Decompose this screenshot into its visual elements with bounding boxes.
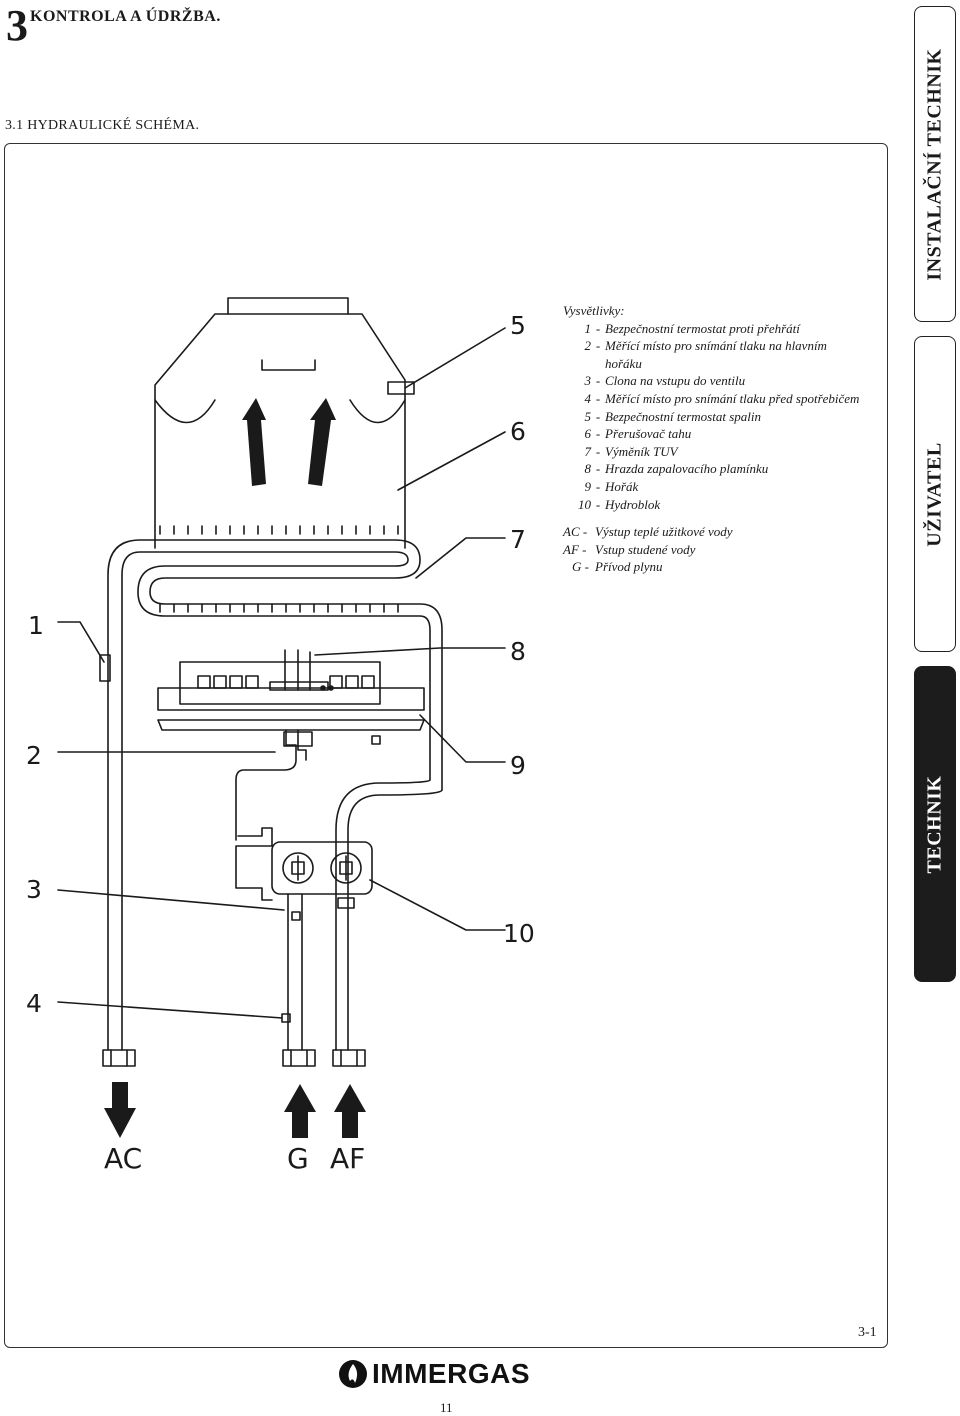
hood-right (347, 313, 406, 549)
outlet-label-ac: AC (104, 1142, 142, 1175)
legend-item: 5-Bezpečnostní termostat spalin (584, 408, 762, 424)
page-number: 11 (440, 1400, 453, 1415)
legend-item: 3-Clona na vstupu do ventilu (584, 373, 746, 389)
legend-item: 9-Hořák (584, 478, 639, 494)
callout-7: 7 (510, 525, 526, 554)
hydroblock-knob-left (282, 852, 314, 884)
hydroblock (271, 841, 373, 895)
diagram-frame (4, 143, 888, 1348)
page-reference: 3-1 (858, 1325, 877, 1340)
nut-g (282, 1049, 316, 1067)
legend-connection: AF -Vstup studené vody (563, 541, 696, 557)
legend-item: hořáku (605, 355, 642, 371)
outlet-label-g: G (287, 1142, 309, 1175)
callout-8: 8 (510, 637, 526, 666)
flame-logo-icon (339, 1360, 367, 1388)
arrow-up-icon (284, 1084, 316, 1138)
hood-left (154, 313, 229, 549)
legend-item: 2-Měřící místo pro snímání tlaku na hlav… (584, 338, 827, 354)
arrow-up-icon (334, 1084, 366, 1138)
legend-item: 10-Hydroblok (578, 496, 661, 512)
callout-1: 1 (28, 611, 44, 640)
draft-baffle-center (261, 359, 316, 371)
burner-box (179, 661, 381, 705)
leader-8 (314, 647, 506, 656)
burner-base (157, 719, 425, 731)
callout-3: 3 (26, 875, 42, 904)
callout-5: 5 (510, 311, 526, 340)
legend-item: 8-Hrazda zapalovacího plamínku (584, 461, 769, 477)
legend-item: 7-Výměník TUV (584, 443, 678, 459)
burner-manifold (157, 687, 425, 711)
gas-valve-body (235, 827, 273, 901)
overheat-thermostat (99, 654, 111, 682)
legend-item: 1-Bezpečnostní termostat proti přehřátí (584, 320, 800, 336)
exchanger-fins (159, 525, 399, 613)
flue-outlet (227, 297, 349, 315)
tab-technik[interactable]: TECHNIK (914, 666, 956, 982)
nut-ac (102, 1049, 136, 1067)
draft-baffle-right (349, 399, 406, 424)
section-title: 3.1 HYDRAULICKÉ SCHÉMA. (5, 118, 200, 133)
arrow-up-icon (308, 398, 336, 486)
inlet-orifice (291, 911, 301, 921)
leader-1 (57, 621, 105, 663)
callout-10: 10 (503, 919, 535, 948)
pressure-point-main (371, 735, 381, 745)
cold-riser-inner (335, 779, 431, 1051)
dhw-inner-pipe (121, 551, 431, 1051)
callout-9: 9 (510, 751, 526, 780)
dhw-outer-pipe (107, 539, 443, 1051)
callout-2: 2 (26, 741, 42, 770)
flue-thermostat (387, 381, 415, 395)
legend-item: 4-Měřící místo pro snímání tlaku před sp… (584, 390, 860, 406)
logo-text: IMMERGAS (372, 1358, 530, 1389)
draft-baffle-left (154, 399, 216, 424)
pilot-bar (269, 681, 329, 691)
legend: Vysvětlivky: 1-Bezpečnostní termostat pr… (563, 302, 903, 576)
callout-6: 6 (510, 417, 526, 446)
chapter-number: 3 (6, 1, 28, 50)
legend-item: 6-Přerušovač tahu (584, 426, 692, 442)
outlet-label-af: AF (330, 1142, 365, 1175)
arrow-up-icon (242, 398, 266, 486)
tab-uzivatel[interactable]: UŽIVATEL (914, 336, 956, 652)
tab-instalacni-technik[interactable]: INSTALAČNÍ TECHNIK (914, 6, 956, 322)
arrow-down-icon (104, 1082, 136, 1138)
leader-4 (57, 1001, 283, 1019)
pilot-bracket (284, 649, 311, 691)
leader-6 (397, 431, 506, 491)
burner-nozzles (197, 675, 375, 689)
leader-9 (419, 714, 506, 763)
chapter-title: KONTROLA A ÚDRŽBA. (30, 8, 221, 25)
callout-4: 4 (26, 989, 42, 1018)
leader-10 (369, 879, 506, 931)
legend-title: Vysvětlivky: (563, 303, 625, 318)
leader-3 (57, 889, 285, 911)
brand-logo: IMMERGAS (338, 1358, 530, 1390)
flue-arrows (242, 398, 336, 486)
cold-riser-outer (347, 789, 443, 1051)
legend-connection: G -Přívod plynu (572, 559, 663, 575)
leader-5 (404, 327, 506, 389)
gas-inlet-pipe (287, 893, 303, 1051)
gas-pilot-line (235, 729, 297, 841)
hydroblock-knob-right (330, 852, 362, 884)
legend-connection: AC -Výstup teplé užitkové vody (563, 524, 733, 540)
nut-af (332, 1049, 366, 1067)
leader-7 (415, 537, 506, 579)
